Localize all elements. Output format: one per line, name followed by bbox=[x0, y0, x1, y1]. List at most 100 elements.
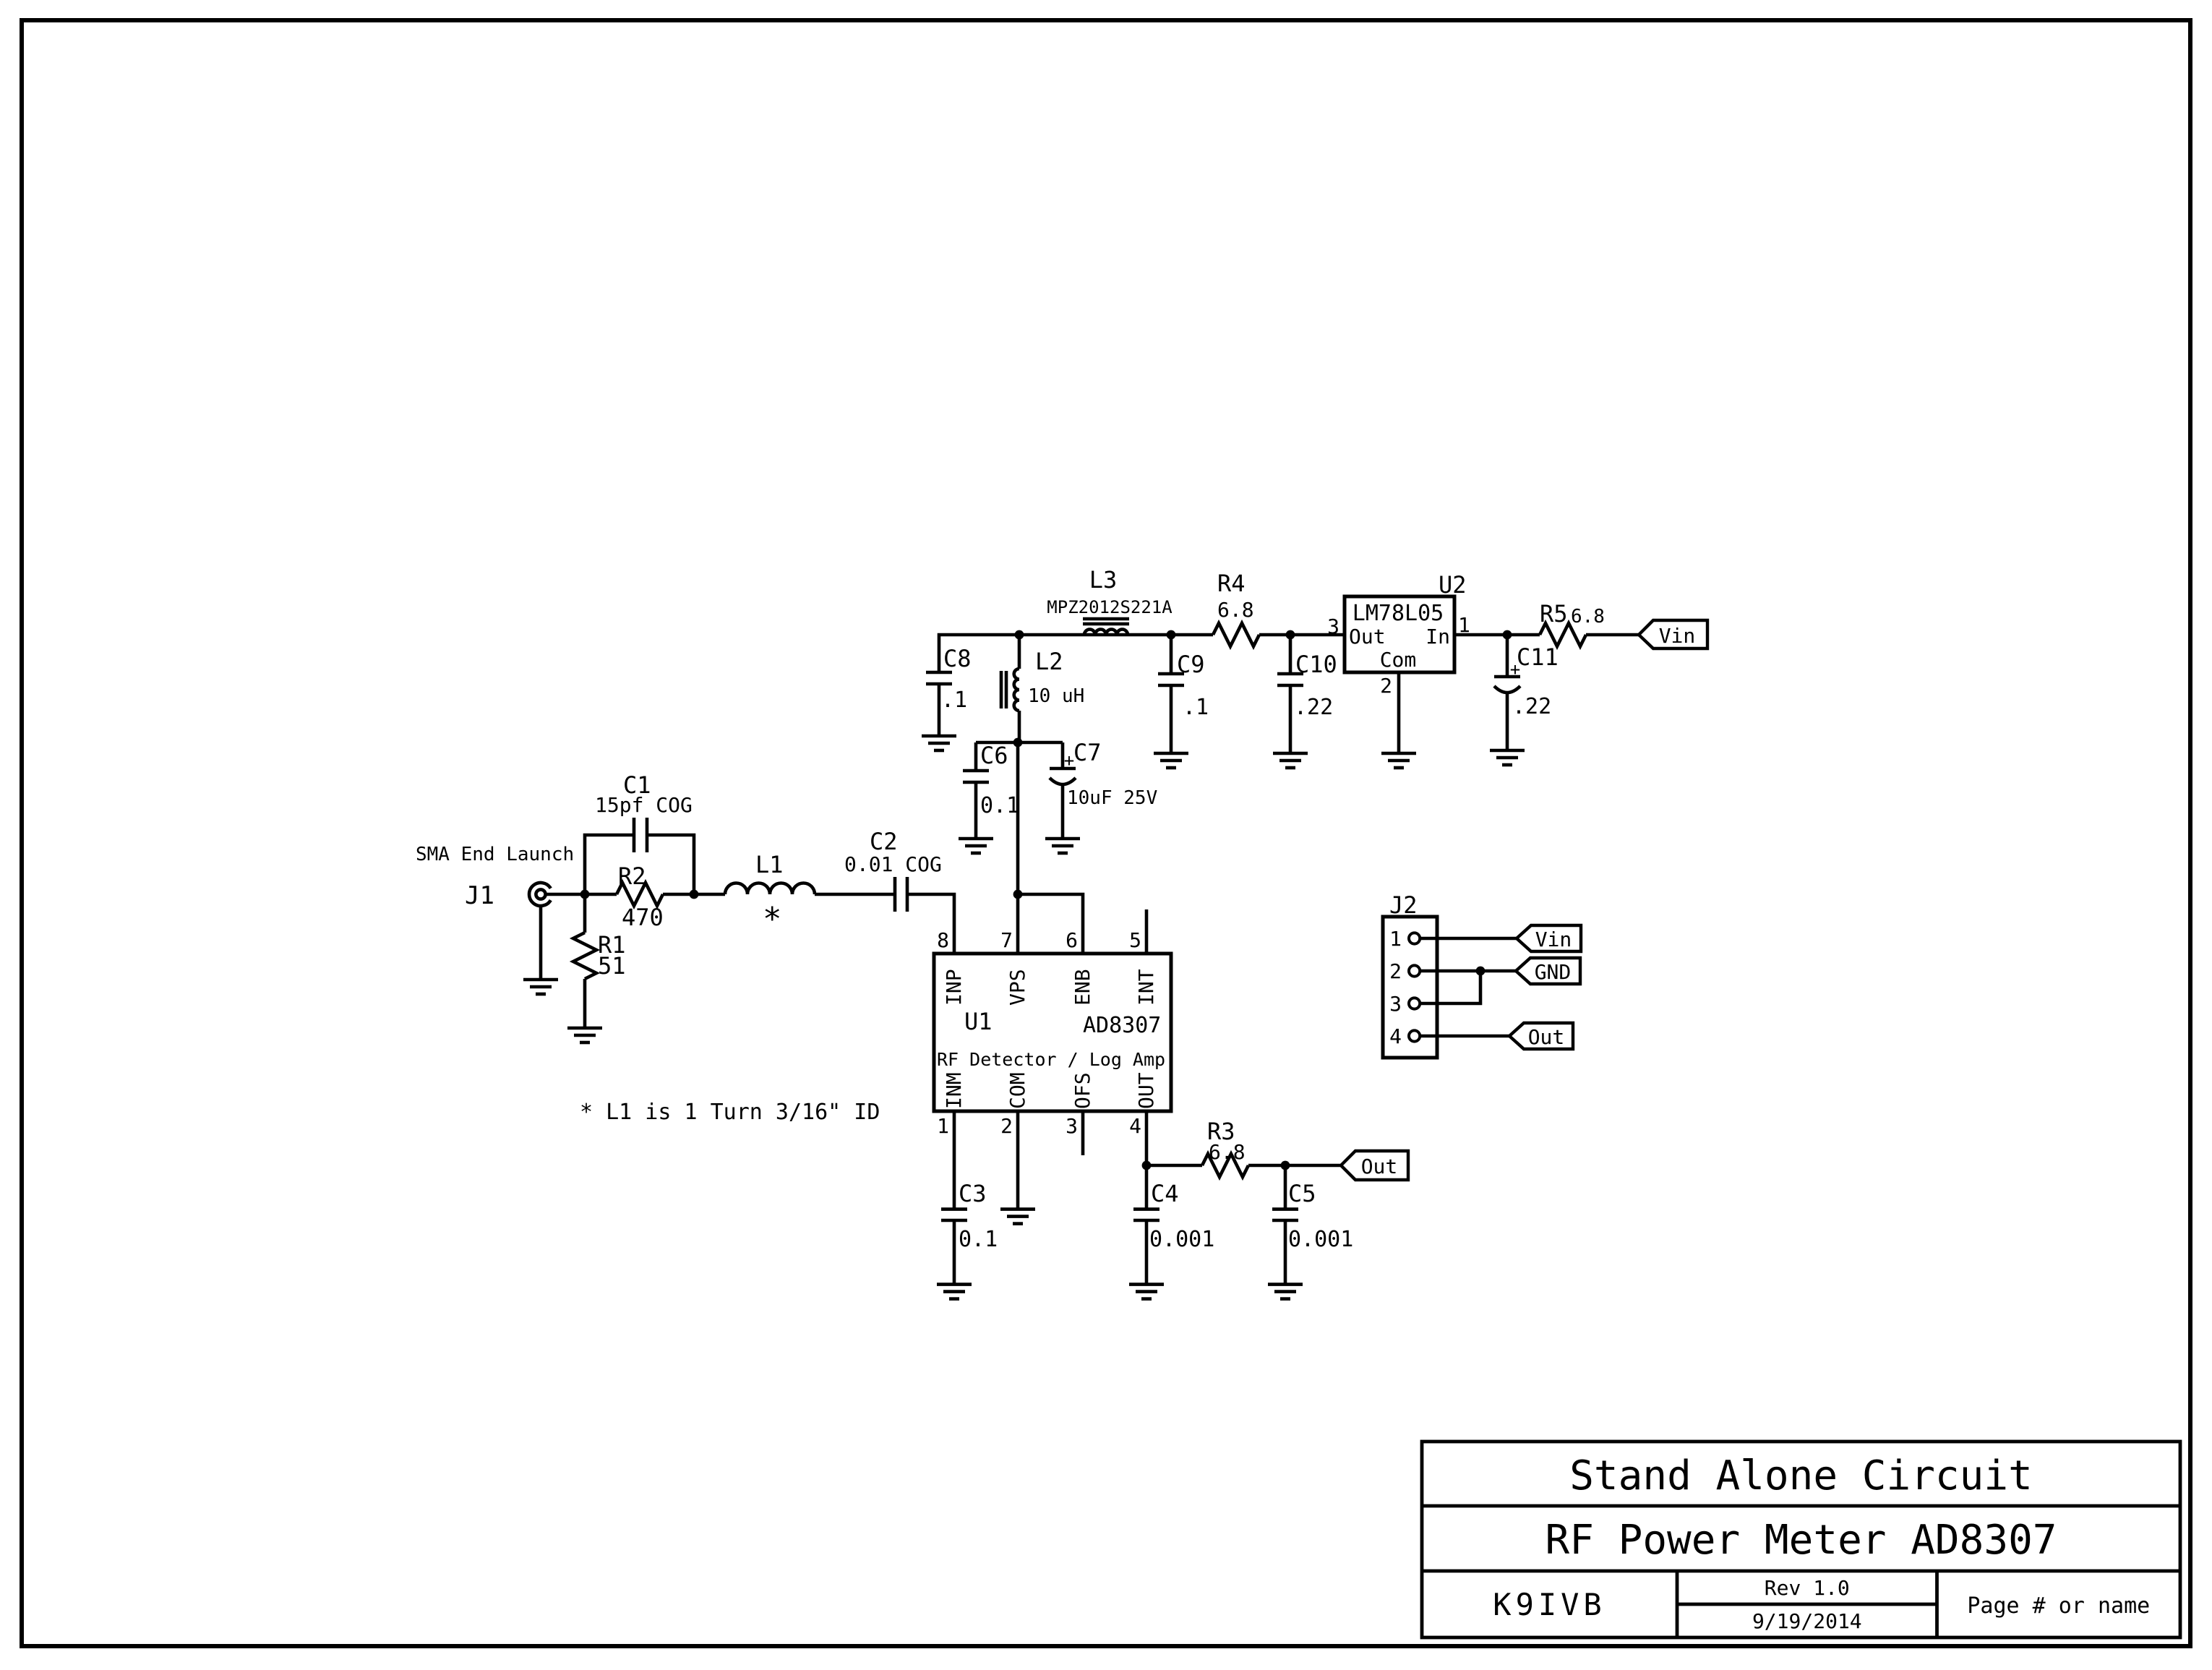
j2-pin1-circle-icon bbox=[1407, 931, 1422, 946]
c1-value: 15pf COG bbox=[595, 793, 693, 817]
l2-value: 10 uH bbox=[1028, 685, 1084, 707]
c5-ref: C5 bbox=[1288, 1180, 1316, 1207]
u1-pin4-num: 4 bbox=[1129, 1114, 1141, 1138]
flag-out-j2-label: Out bbox=[1528, 1025, 1565, 1049]
capacitor-c9: C9 .1 bbox=[1158, 651, 1209, 720]
r1-ref: R1 bbox=[598, 931, 626, 959]
u1-ref: U1 bbox=[964, 1008, 993, 1035]
capacitor-c10: C10 .22 bbox=[1277, 651, 1337, 720]
c2-value: 0.01 COG bbox=[844, 852, 942, 876]
u1-pin5-name: INT bbox=[1134, 969, 1158, 1006]
j1-ref: J1 bbox=[465, 881, 494, 910]
r3-ref: R3 bbox=[1207, 1118, 1235, 1145]
title-block-revision: Rev 1.0 bbox=[1765, 1576, 1850, 1600]
r4-value: 6.8 bbox=[1217, 598, 1254, 622]
l2-core-icon bbox=[999, 671, 1008, 708]
u1-pin1-num: 1 bbox=[937, 1114, 949, 1138]
c6-value: 0.1 bbox=[980, 793, 1019, 818]
flag-gnd-j2: GND bbox=[1513, 956, 1582, 986]
j1-coax-pin-icon bbox=[534, 888, 547, 901]
title-block-date: 9/19/2014 bbox=[1752, 1609, 1862, 1633]
flag-vin-main: Vin bbox=[1636, 618, 1710, 651]
c9-ref: C9 bbox=[1177, 651, 1205, 678]
c3-ref: C3 bbox=[959, 1180, 987, 1207]
c9-value: .1 bbox=[1183, 695, 1209, 720]
flag-vin-j2: Vin bbox=[1514, 923, 1583, 954]
page-border bbox=[20, 18, 2192, 1648]
c7-value: 10uF 25V bbox=[1067, 787, 1157, 809]
j2-pin2-num: 2 bbox=[1389, 959, 1402, 983]
capacitor-c8: C8 .1 bbox=[926, 645, 972, 713]
resistor-r4: R4 6.8 bbox=[1211, 570, 1261, 651]
resistor-r1: R1 51 bbox=[569, 930, 626, 981]
j2-pin4-num: 4 bbox=[1389, 1024, 1402, 1048]
j2-pin2-circle-icon bbox=[1407, 964, 1422, 978]
inductor-l1: L1 * bbox=[723, 851, 817, 938]
u1-pin3-name: OFS bbox=[1071, 1072, 1094, 1109]
u2-pin-com-name: Com bbox=[1380, 648, 1417, 672]
title-block-page-label: Page # or name bbox=[1967, 1593, 2150, 1619]
l2-ref: L2 bbox=[1035, 648, 1063, 675]
c6-ref: C6 bbox=[980, 742, 1008, 769]
ic-u1-ad8307: U1 AD8307 RF Detector / Log Amp INP VPS … bbox=[932, 928, 1173, 1138]
j2-pin1-num: 1 bbox=[1389, 927, 1402, 951]
u2-part: LM78L05 bbox=[1353, 601, 1444, 626]
u2-ref: U2 bbox=[1439, 571, 1467, 599]
j2-pin4-circle-icon bbox=[1407, 1029, 1422, 1043]
junction-dots bbox=[580, 630, 1512, 1170]
u1-part: AD8307 bbox=[1083, 1013, 1161, 1038]
u2-pin-out-name: Out bbox=[1349, 625, 1386, 648]
u2-pin-out-num: 3 bbox=[1327, 615, 1339, 638]
j1-type-label: SMA End Launch bbox=[416, 844, 574, 865]
u1-pin6-name: ENB bbox=[1071, 969, 1094, 1006]
r2-value: 470 bbox=[622, 904, 664, 931]
ferrite-bead-l3: L3 MPZ2012S221A bbox=[1047, 566, 1173, 635]
u1-pin8-name: INP bbox=[942, 969, 966, 1006]
capacitor-c7: C7 + 10uF 25V bbox=[1048, 739, 1157, 809]
u2-pin-com-num: 2 bbox=[1380, 674, 1392, 698]
flag-vin-main-label: Vin bbox=[1659, 624, 1696, 648]
l3-ref: L3 bbox=[1089, 566, 1118, 594]
j2-pin3-num: 3 bbox=[1389, 992, 1402, 1016]
c7-polarity: + bbox=[1064, 750, 1074, 771]
flag-gnd-j2-label: GND bbox=[1535, 960, 1572, 984]
u1-pin1-name: INM bbox=[942, 1072, 966, 1109]
j2-ref: J2 bbox=[1389, 891, 1418, 919]
inductor-l2: L2 10 uH bbox=[999, 648, 1084, 713]
c10-ref: C10 bbox=[1295, 651, 1337, 678]
u1-pin7-num: 7 bbox=[1000, 928, 1013, 952]
r3-value: 6.8 bbox=[1209, 1140, 1246, 1164]
r2-ref: R2 bbox=[618, 862, 646, 890]
l1-ref: L1 bbox=[755, 851, 784, 878]
capacitor-c5: C5 0.001 bbox=[1272, 1180, 1353, 1252]
j2-pin3-circle-icon bbox=[1407, 996, 1422, 1011]
u1-pin6-num: 6 bbox=[1066, 928, 1078, 952]
r1-value: 51 bbox=[598, 952, 626, 980]
c8-value: .1 bbox=[941, 688, 967, 713]
resistor-r5: R5 6.8 bbox=[1538, 600, 1605, 651]
l3-core-icon bbox=[1083, 617, 1129, 626]
c8-ref: C8 bbox=[943, 645, 972, 672]
u1-pin5-num: 5 bbox=[1129, 928, 1141, 952]
connector-j1: SMA End Launch J1 bbox=[416, 844, 574, 910]
resistor-r3: R3 6.8 bbox=[1200, 1118, 1251, 1181]
u1-desc: RF Detector / Log Amp bbox=[937, 1049, 1165, 1070]
capacitor-c11: C11 + .22 bbox=[1493, 643, 1559, 719]
c7-ref: C7 bbox=[1073, 739, 1102, 766]
capacitor-c6: C6 0.1 bbox=[963, 742, 1019, 818]
title-block-title: Stand Alone Circuit bbox=[1569, 1452, 2033, 1499]
wires bbox=[539, 633, 1639, 1285]
u1-pin2-name: COM bbox=[1006, 1072, 1029, 1109]
u1-pin3-num: 3 bbox=[1066, 1114, 1078, 1138]
c5-value: 0.001 bbox=[1288, 1227, 1353, 1252]
c1-ref: C1 bbox=[623, 771, 651, 799]
c4-ref: C4 bbox=[1151, 1180, 1179, 1207]
ground-symbols bbox=[523, 736, 1525, 1299]
r5-value: 6.8 bbox=[1571, 606, 1605, 628]
u2-pin-in-num: 1 bbox=[1458, 613, 1470, 637]
flag-vin-j2-label: Vin bbox=[1535, 928, 1572, 951]
l1-note-mark: * bbox=[763, 901, 782, 938]
c11-polarity: + bbox=[1510, 659, 1520, 680]
